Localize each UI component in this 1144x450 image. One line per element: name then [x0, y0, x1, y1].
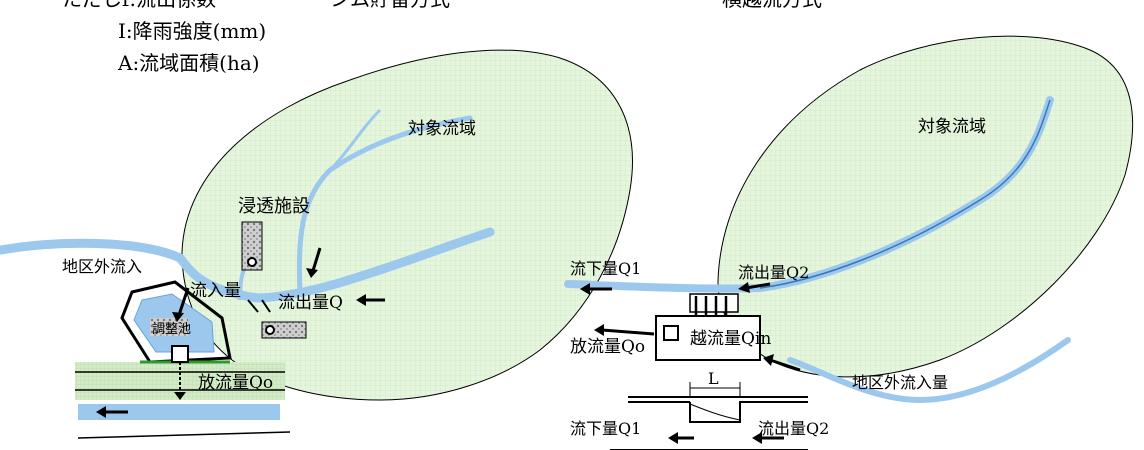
right-outside-inflow-arrow — [769, 358, 801, 372]
right-downstream-label: 流下量Q1 — [570, 259, 641, 278]
right-outside-inflow-arrowhead — [763, 354, 774, 366]
overflow-label: 越流量Qin — [690, 329, 771, 349]
right-outside-inflow-label: 地区外流入量 — [852, 373, 948, 392]
left-outlet-arrow — [174, 392, 186, 400]
left-outlet-box — [171, 345, 189, 363]
infiltration-well-icon — [247, 257, 257, 267]
left-runoff-arrowhead — [306, 268, 318, 278]
caption-left-scheme: シム貯留方式 — [330, 0, 450, 11]
caption-right-scheme: 横越流方式 — [722, 0, 822, 11]
right-catchment-area — [717, 35, 1134, 378]
weir-length-label: L — [708, 369, 719, 388]
right-outlet-box — [663, 325, 679, 341]
right-stream-channel — [759, 99, 1051, 289]
left-river — [78, 404, 280, 420]
right-discharge-label: 放流量Qo — [570, 337, 645, 357]
legend-catchment-area: A:流域面積(ha) — [117, 51, 260, 75]
bottom-downstream-arrowhead — [668, 432, 678, 444]
infiltration-facility — [241, 221, 263, 271]
left-river-arrowhead — [96, 406, 106, 418]
pond-label-box — [150, 318, 188, 336]
bottom-runoff-arrowhead — [752, 432, 762, 444]
right-discharge-arrowhead — [594, 324, 604, 336]
pond-label: 調整池 — [152, 322, 191, 337]
bottom-downstream-label: 流下量Q1 — [570, 419, 641, 438]
left-discharge-label: 放流量Qo — [198, 373, 273, 393]
infiltration-arrow — [247, 299, 259, 313]
bottom-runoff-label: 流出量Q2 — [758, 419, 829, 438]
infiltration-arrow — [261, 299, 271, 313]
left-main-stream — [0, 227, 495, 303]
detention-pond-outline — [120, 280, 232, 364]
left-tributary-3 — [328, 108, 382, 172]
right-runoff-label: 流出量Q2 — [738, 263, 809, 282]
right-outside-inflow-stream — [787, 337, 1071, 404]
legend-rain-intensity: I:降雨強度(mm) — [118, 19, 266, 43]
left-runoff-label: 流出量Q — [278, 293, 343, 313]
weir-cross-section — [610, 382, 808, 450]
left-inflow-arrowhead — [172, 312, 184, 322]
left-catchment-label: 対象流域 — [408, 119, 476, 139]
caption-coefficient: ただしf:流出係数 — [62, 0, 216, 11]
right-discharge-arrow — [601, 328, 655, 336]
right-runoff-arrow — [745, 282, 771, 290]
infiltration-well-icon — [265, 325, 275, 335]
left-runoff-q-arrowhead — [356, 294, 366, 306]
outside-inflow-label: 地区外流入 — [62, 257, 142, 276]
left-river-bank — [77, 431, 291, 439]
right-downstream-arrowhead — [580, 283, 590, 295]
right-catchment-label: 対象流域 — [918, 117, 986, 137]
inflow-label: 流入量 — [190, 281, 241, 301]
infiltration-label: 浸透施設 — [238, 196, 310, 217]
right-runoff-arrowhead — [738, 282, 750, 293]
